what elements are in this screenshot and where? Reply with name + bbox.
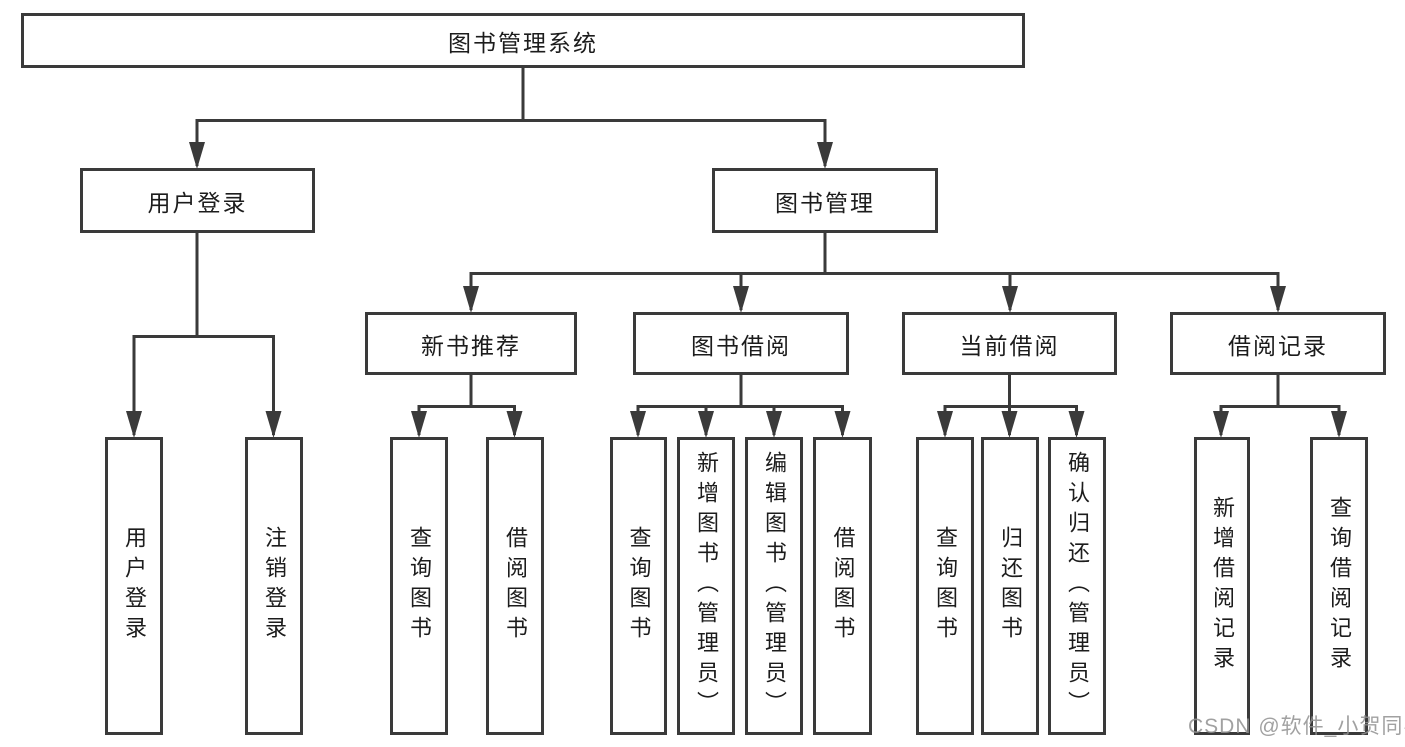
leaf-add-book-admin: 新增图书（管理员） <box>677 437 735 735</box>
csdn-watermark: CSDN @软件_小贺同学 <box>1188 715 1405 738</box>
leaf-query-book-borrow: 查询图书 <box>610 437 667 735</box>
leaf-borrow-book-recommend: 借阅图书 <box>486 437 544 735</box>
node-new-book-recommend: 新书推荐 <box>365 312 577 375</box>
leaf-logout: 注销登录 <box>245 437 303 735</box>
node-library-management-system: 图书管理系统 <box>21 13 1025 68</box>
leaf-confirm-return-admin: 确认归还（管理员） <box>1048 437 1106 735</box>
leaf-query-book-recommend: 查询图书 <box>390 437 448 735</box>
leaf-edit-book-admin: 编辑图书（管理员） <box>745 437 803 735</box>
leaf-query-borrow-record: 查询借阅记录 <box>1310 437 1368 735</box>
node-book-management: 图书管理 <box>712 168 938 233</box>
node-user-login: 用户登录 <box>80 168 315 233</box>
leaf-user-login: 用户登录 <box>105 437 163 735</box>
node-book-borrow: 图书借阅 <box>633 312 849 375</box>
arrowheads <box>126 142 1347 438</box>
leaf-add-borrow-record: 新增借阅记录 <box>1194 437 1250 735</box>
leaf-query-book-current: 查询图书 <box>916 437 974 735</box>
leaf-borrow-book: 借阅图书 <box>813 437 872 735</box>
node-current-borrow: 当前借阅 <box>902 312 1117 375</box>
node-borrow-records: 借阅记录 <box>1170 312 1386 375</box>
leaf-return-book: 归还图书 <box>981 437 1039 735</box>
